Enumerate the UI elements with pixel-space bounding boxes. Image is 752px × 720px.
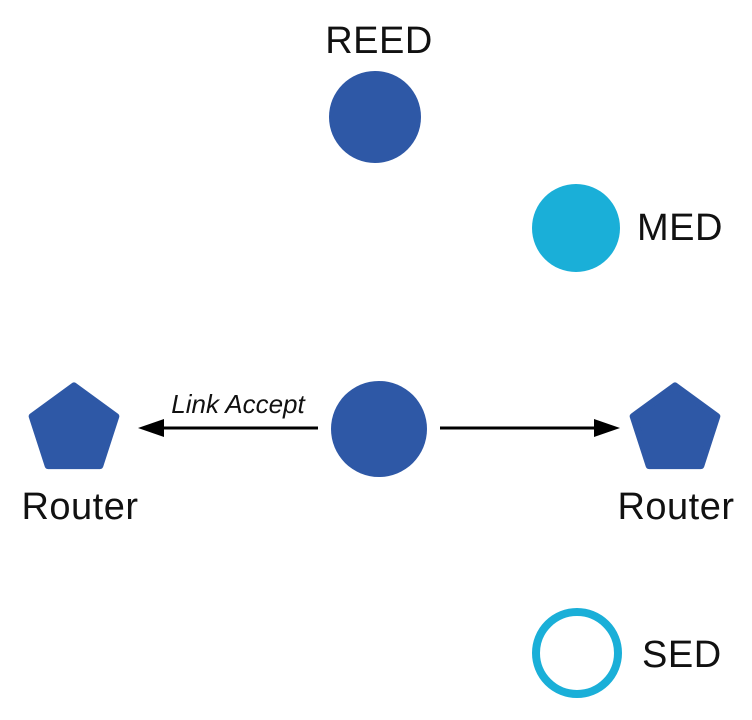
sed-node-label: SED <box>642 634 722 676</box>
med-node-label: MED <box>637 207 723 249</box>
sed-node-ring <box>532 608 622 698</box>
router-left-pentagon <box>28 382 120 470</box>
link-accept-arrowhead-icon <box>138 419 164 437</box>
med-node-circle <box>532 184 620 272</box>
router-left-node-label: Router <box>21 486 139 528</box>
router-right-pentagon <box>629 382 721 470</box>
router-right-pentagon-shape <box>629 382 721 470</box>
right-link-arrowhead-icon <box>594 419 620 437</box>
reed-node-circle <box>329 71 421 163</box>
center-node-circle <box>331 381 427 477</box>
reed-node-label: REED <box>325 20 433 62</box>
link-accept-edge-label: Link Accept <box>171 389 305 419</box>
router-right-node-label: Router <box>617 486 735 528</box>
router-left-pentagon-shape <box>28 382 120 470</box>
